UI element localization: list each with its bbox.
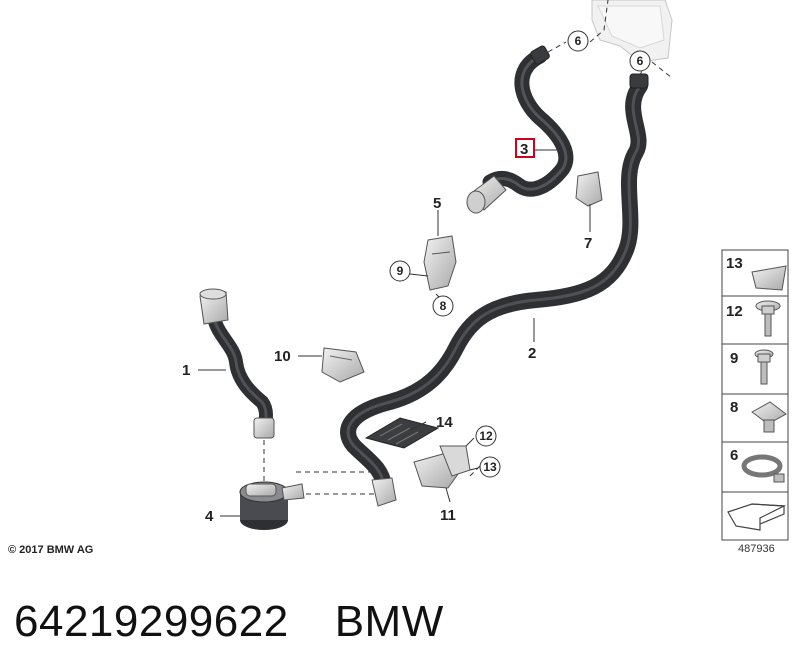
part-footer: 64219299622 BMW <box>14 582 444 662</box>
legend-13: 13 <box>726 255 743 272</box>
collar-screw-icon <box>755 300 781 337</box>
callout-4: 4 <box>205 508 214 525</box>
expansion-tank <box>591 0 673 63</box>
callout-6b: 6 <box>637 54 644 68</box>
spring-nut-icon <box>751 265 787 291</box>
bracket-11 <box>413 445 471 489</box>
callout-6a: 6 <box>575 34 582 48</box>
legend-6: 6 <box>730 447 738 464</box>
direction-arrow-icon <box>727 503 787 531</box>
brand-name: BMW <box>334 597 444 646</box>
callout-6a-circle <box>567 30 589 52</box>
callout-8: 8 <box>440 299 447 313</box>
callout-8-circle <box>432 295 454 317</box>
callout-10: 10 <box>274 348 291 365</box>
clip-7 <box>575 171 603 207</box>
holder-10 <box>321 347 365 383</box>
diagram-number: 487936 <box>738 543 775 555</box>
hose-1 <box>199 288 275 439</box>
callout-9-circle <box>389 260 411 282</box>
legend-9: 9 <box>730 350 738 367</box>
hose-3 <box>466 45 574 214</box>
callout-13-circle <box>479 456 501 478</box>
electric-water-pump <box>239 481 305 530</box>
hose-clamp-icon <box>741 454 785 483</box>
callout-9: 9 <box>397 264 404 278</box>
callout-12-circle <box>475 425 497 447</box>
callout-14: 14 <box>436 414 453 431</box>
callout-13: 13 <box>483 460 497 474</box>
copyright-text: © 2017 BMW AG <box>8 544 93 556</box>
plate-nut-icon <box>751 401 787 433</box>
assembly-lines <box>263 0 673 495</box>
hose-2 <box>340 73 649 507</box>
callout-6b-circle <box>629 50 651 72</box>
callout-7: 7 <box>584 235 592 252</box>
fastener-legend: 13 12 9 8 6 <box>721 249 789 541</box>
callout-3: 3 <box>520 141 528 158</box>
callout-2: 2 <box>528 345 536 362</box>
legend-8: 8 <box>730 399 738 416</box>
callout-12: 12 <box>479 429 493 443</box>
legend-12: 12 <box>726 303 743 320</box>
part-number: 64219299622 <box>14 597 289 646</box>
foam-pad-14 <box>364 417 440 449</box>
callout-11: 11 <box>440 507 456 524</box>
callout-3-highlight <box>515 138 535 158</box>
leader-lines <box>198 149 591 517</box>
callout-5: 5 <box>433 195 441 212</box>
callout-1: 1 <box>182 362 190 379</box>
screw-icon <box>754 349 774 385</box>
callout-labels: 1 2 3 4 5 6 6 7 8 9 10 11 12 13 14 <box>182 30 651 525</box>
holder-5 <box>423 235 457 291</box>
